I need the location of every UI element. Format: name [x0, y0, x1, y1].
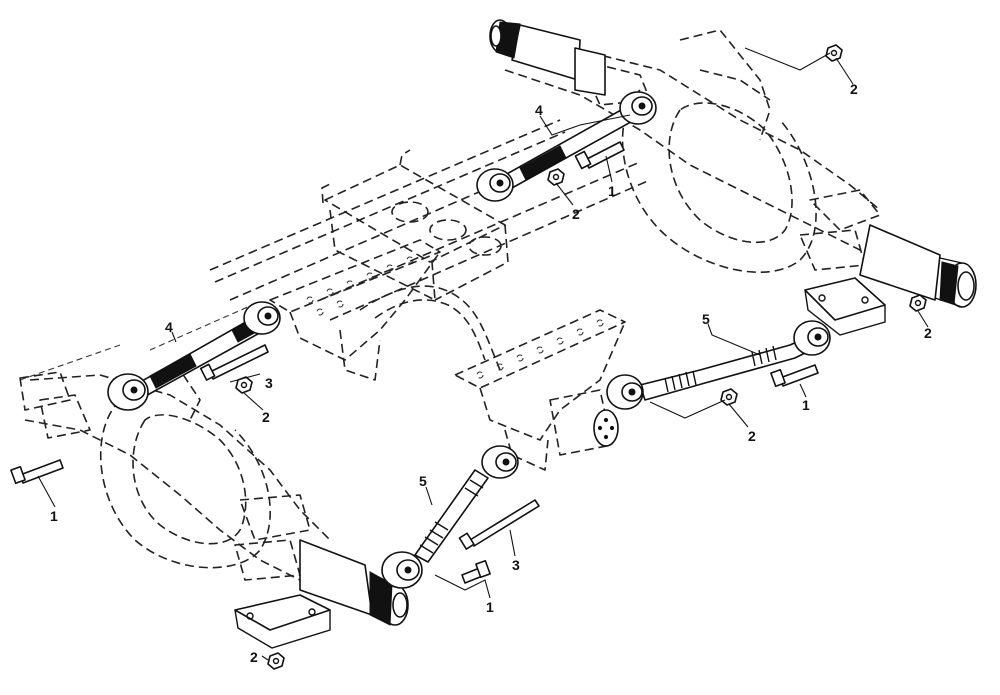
- spring-seat-right: [804, 277, 886, 336]
- callout-2-right: 2: [924, 325, 932, 341]
- front-axle-housing: [19, 369, 409, 649]
- callout-2-left: 2: [262, 409, 270, 425]
- torque-rod-4-lower: [107, 301, 281, 411]
- callout-2-center-right: 2: [748, 428, 756, 444]
- callout-5-right: 5: [702, 311, 710, 327]
- leader-lines: [37, 47, 929, 661]
- rear-axle-housing: [489, 19, 977, 308]
- torque-rod-5-lower: [381, 445, 519, 589]
- nut-2-left: [235, 376, 253, 394]
- callout-3-bottom: 3: [512, 557, 520, 573]
- nut-2-upper-center: [547, 168, 565, 186]
- callout-4-lower: 4: [165, 319, 173, 335]
- bolt-1-top: [574, 141, 625, 170]
- callout-4-upper: 4: [535, 102, 543, 118]
- frame-hanger-right: [454, 309, 626, 471]
- callout-3-left: 3: [265, 375, 273, 391]
- bolt-3-bottom: [458, 499, 540, 550]
- torque-rod-5-right: [606, 320, 831, 410]
- callout-5-lower: 5: [419, 473, 427, 489]
- nut-2-top-right: [825, 44, 843, 62]
- frame-hanger-left: [269, 239, 501, 381]
- nut-2-right: [909, 294, 927, 312]
- nut-2-center-right: [720, 388, 738, 406]
- callout-1-right: 1: [802, 397, 810, 413]
- callout-2-bottom: 2: [250, 649, 258, 665]
- callout-1-left: 1: [50, 508, 58, 524]
- bolt-1-right: [770, 364, 819, 388]
- torque-rod-4-upper: [476, 91, 657, 202]
- bolt-1-left: [10, 459, 64, 485]
- callout-2-top-right: 2: [850, 81, 858, 97]
- nut-2-bottom: [267, 652, 285, 670]
- callout-1-upper: 1: [608, 183, 616, 199]
- bolt-1-bottom: [461, 559, 491, 584]
- callout-labels: 2 4 1 2 4 3 2 5 2 1 2 1 5 3 1 2: [50, 81, 932, 665]
- crossmember: [321, 149, 509, 301]
- callout-2-upper-center: 2: [572, 206, 580, 222]
- bolt-3-left: [199, 344, 269, 381]
- callout-1-bottom: 1: [486, 599, 494, 615]
